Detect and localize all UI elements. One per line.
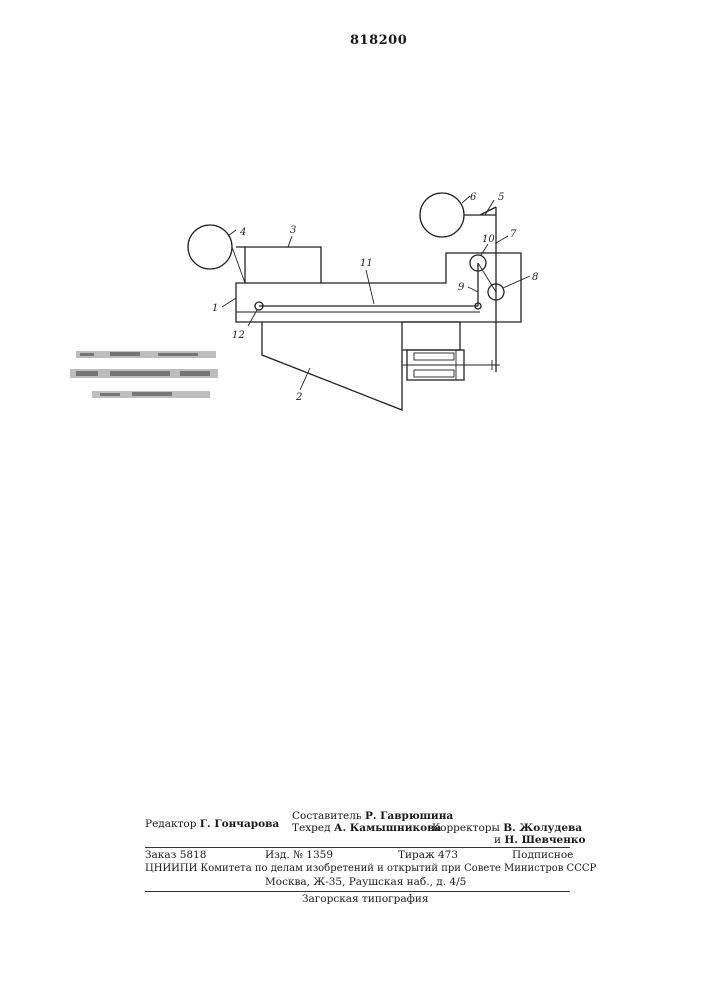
subscription: Подписное	[512, 849, 573, 861]
organization-line: ЦНИИПИ Комитета по делам изобретений и о…	[145, 863, 596, 874]
blurred-stamp	[70, 347, 220, 409]
label-11: 11	[360, 258, 373, 269]
compiler-name: Р. Гаврюшина	[365, 810, 453, 822]
block-3	[236, 247, 321, 283]
label-9: 9	[458, 282, 465, 293]
techred-line: Техред А. Камышникова	[292, 822, 441, 834]
corrector-2: Н. Шевченко	[504, 834, 585, 846]
divider-bottom	[145, 891, 570, 892]
address-line: Москва, Ж-35, Раушская наб., д. 4/5	[265, 876, 466, 888]
techred-name: А. Камышникова	[334, 822, 441, 834]
printer-line: Загорская типография	[302, 893, 428, 905]
label-8: 8	[532, 272, 538, 283]
label-5: 5	[498, 192, 504, 203]
circle-4	[188, 225, 232, 269]
slider-housing	[402, 322, 460, 350]
circulation: Тираж 473	[398, 849, 458, 861]
editor-line: Редактор Г. Гончарова	[145, 818, 279, 830]
compiler-line: Составитель Р. Гаврюшина	[292, 810, 453, 822]
order-number: Заказ 5818	[145, 849, 206, 861]
label-1: 1	[212, 303, 218, 314]
label-12: 12	[232, 330, 245, 341]
corrector-1: В. Жолудева	[503, 822, 582, 834]
label-3: 3	[290, 225, 296, 236]
corrector-2-prefix: и	[494, 834, 501, 846]
corrector-2-line: и Н. Шевченко	[494, 834, 586, 846]
editor-label: Редактор	[145, 818, 196, 830]
techred-label: Техред	[292, 822, 331, 834]
compiler-label: Составитель	[292, 810, 362, 822]
wedge-2	[262, 322, 402, 410]
circle-6	[420, 193, 464, 237]
label-6: 6	[470, 192, 477, 203]
label-7: 7	[510, 229, 517, 240]
label-10: 10	[482, 234, 495, 245]
correctors-line: Корректоры В. Жолудева	[432, 822, 582, 834]
label-2: 2	[295, 392, 302, 403]
correctors-label: Корректоры	[432, 822, 500, 834]
editor-name: Г. Гончарова	[200, 818, 279, 830]
edition-number: Изд. № 1359	[265, 849, 333, 861]
label-4: 4	[239, 227, 246, 238]
divider-top	[145, 847, 570, 848]
